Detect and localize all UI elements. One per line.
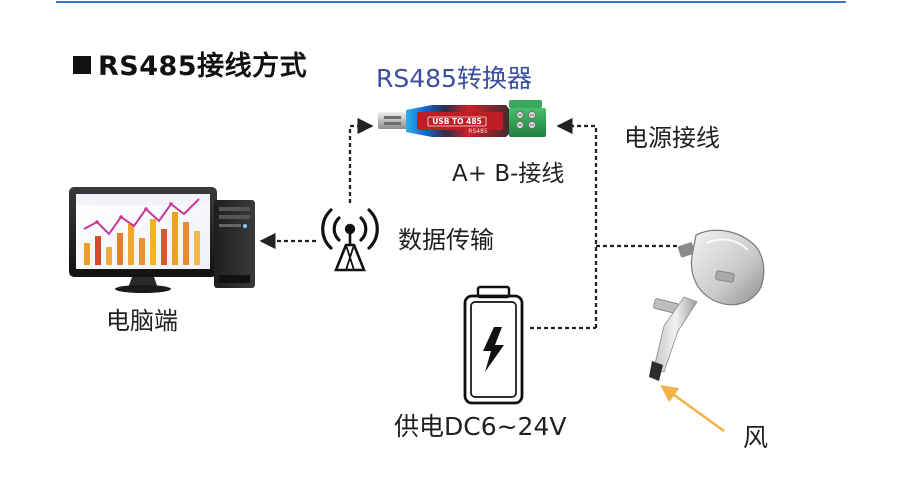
rs485-converter-device: USB TO 485 RS485: [378, 100, 546, 137]
computer-label: 电脑端: [106, 307, 178, 335]
wind-direction-arrow: [660, 384, 725, 433]
ab-wiring-label: A+ B-接线: [452, 161, 565, 187]
computer-icon: [69, 187, 255, 293]
wind-sensor-device: [649, 229, 765, 381]
converter-device-text: USB TO 485: [432, 117, 482, 126]
usb-connector: [378, 112, 407, 129]
screen-chart: [83, 198, 200, 265]
power-wiring-label: 电源接线: [624, 124, 720, 152]
page-title: RS485接线方式: [98, 51, 308, 82]
square-icon: [73, 56, 91, 74]
wireless-tower-icon: [321, 208, 379, 272]
power-wire-to-converter: [556, 117, 598, 328]
monitor: [69, 187, 217, 293]
wind-label: 风: [743, 423, 769, 452]
data-wire-to-converter: [348, 117, 374, 203]
terminal-block: [509, 100, 546, 137]
battery-icon: [463, 285, 524, 405]
pc-tower: [214, 200, 255, 288]
power-supply-label: 供电DC6~24V: [394, 412, 567, 441]
lightning-bolt-icon: [483, 327, 504, 372]
data-transfer-label: 数据传输: [398, 226, 494, 254]
converter-title: RS485转换器: [376, 64, 532, 93]
converter-small-text: RS485: [468, 128, 488, 135]
